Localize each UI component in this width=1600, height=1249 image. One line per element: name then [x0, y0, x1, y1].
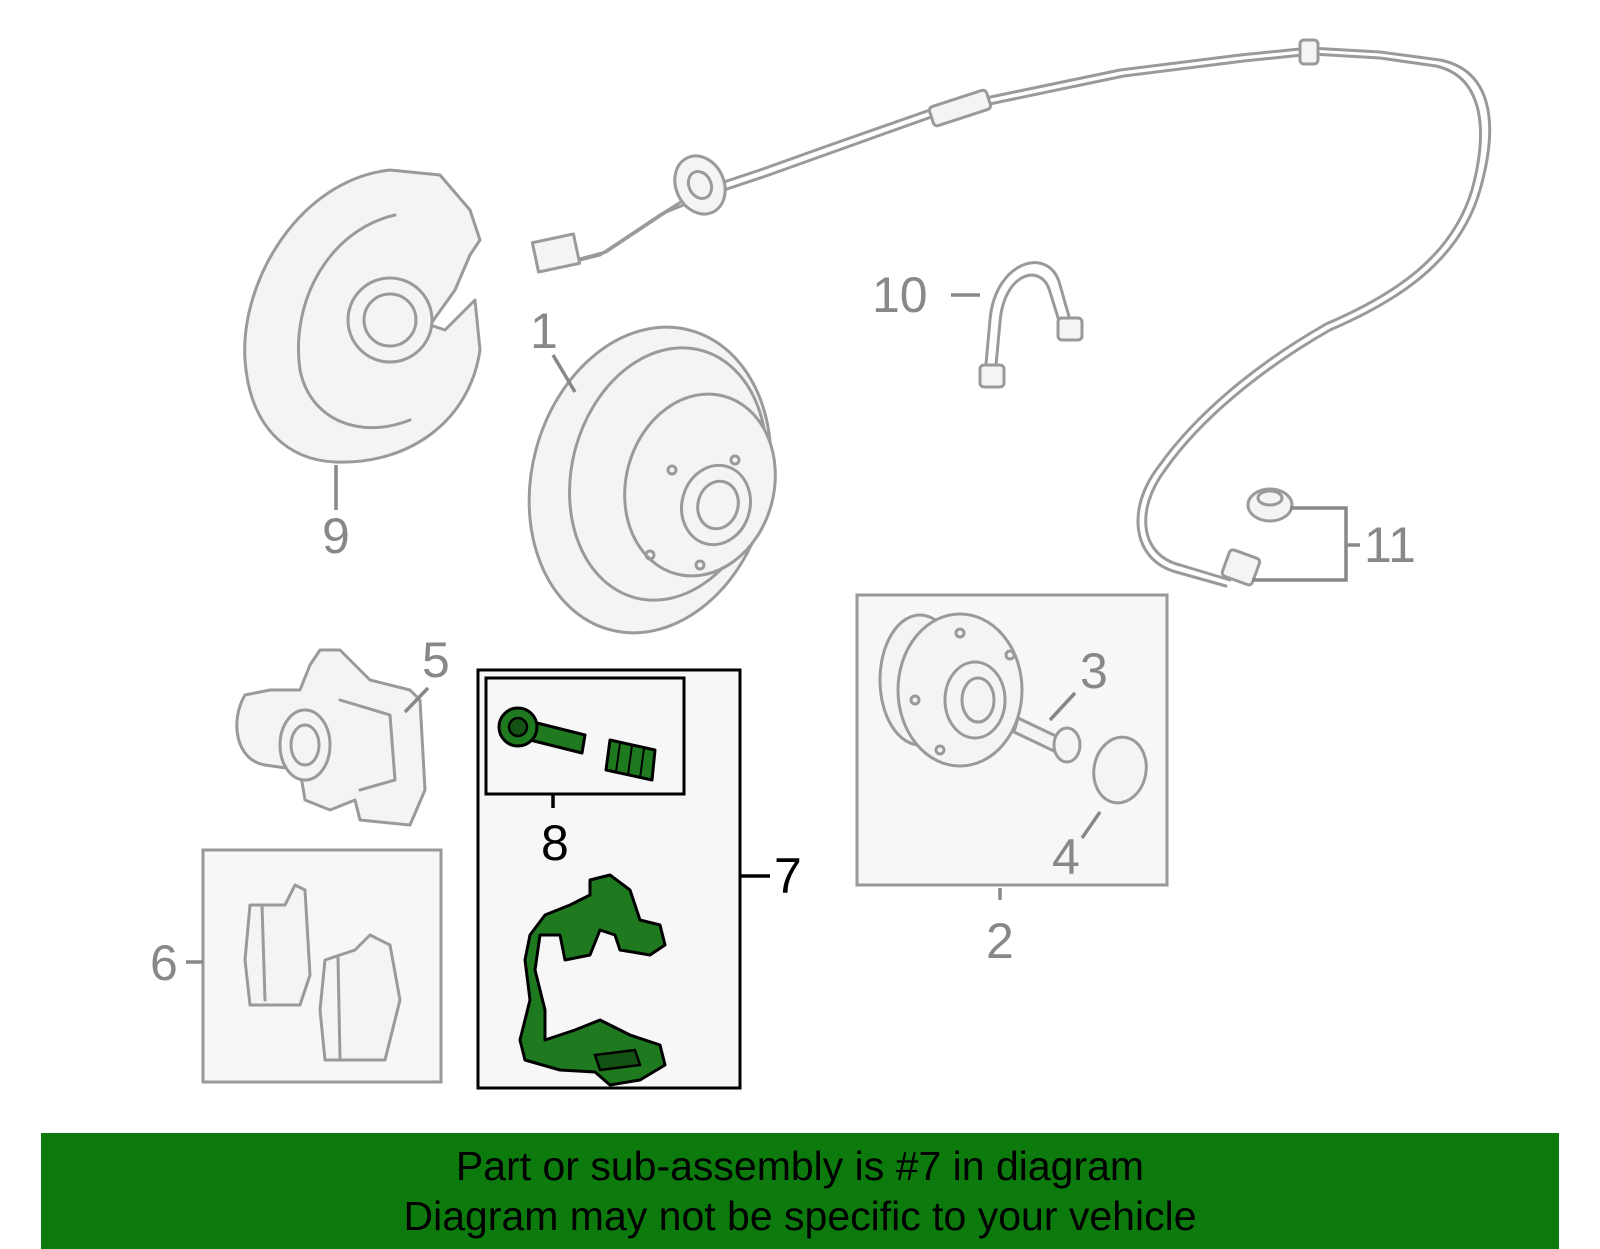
caliper-carrier[interactable] — [518, 873, 667, 1087]
abs-sensor-cable — [530, 38, 1492, 588]
callout-6: 6 — [150, 935, 178, 991]
callout-5: 5 — [422, 632, 450, 688]
callout-4: 4 — [1052, 829, 1080, 885]
callout-3: 3 — [1080, 643, 1108, 699]
brake-rotor — [527, 325, 777, 635]
callout-8: 8 — [541, 815, 569, 871]
banner-line-2: Diagram may not be specific to your vehi… — [403, 1193, 1197, 1239]
callout-1: 1 — [530, 303, 558, 359]
leader-lines — [186, 293, 1360, 964]
info-banner: Part or sub-assembly is #7 in diagram Di… — [41, 1133, 1559, 1249]
banner-line-1: Part or sub-assembly is #7 in diagram — [455, 1143, 1145, 1189]
guide-pin-kit — [497, 706, 657, 782]
brake-caliper — [235, 648, 427, 827]
callout-9: 9 — [322, 508, 350, 564]
pads-box — [201, 848, 443, 1084]
callout-10: 10 — [872, 267, 928, 323]
callout-11: 11 — [1364, 517, 1416, 573]
callout-2: 2 — [986, 913, 1014, 969]
sensor-grommet — [1246, 487, 1294, 523]
hub-box — [855, 593, 1169, 887]
brake-hose — [978, 261, 1084, 389]
callout-7: 7 — [774, 848, 802, 904]
splash-shield — [243, 168, 482, 464]
